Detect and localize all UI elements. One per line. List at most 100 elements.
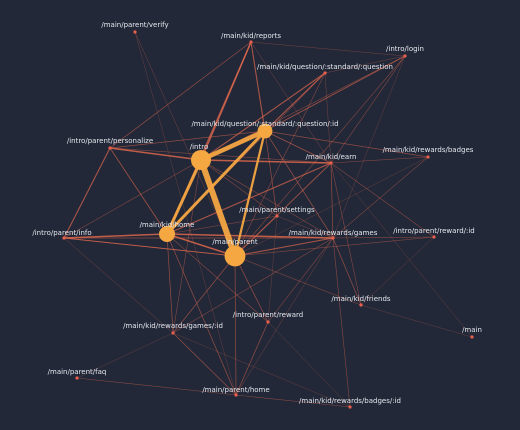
edge-home-parent (166, 233, 236, 257)
edge-badges-parent (234, 156, 429, 257)
edge-personalize-earn (109, 147, 332, 164)
edge-earn-friends (330, 162, 362, 306)
edge-parent-qstdid (233, 129, 267, 258)
node-label-home: /main/kid/home (140, 221, 195, 229)
edge-faq-phome (76, 377, 237, 396)
edge-earn-badges (330, 156, 429, 164)
edge-earn-rewardid (330, 162, 435, 238)
node-label-info: /intro/parent/info (32, 229, 91, 237)
node-label-badges: /main/kid/rewards/badges (383, 146, 474, 154)
edge-qstdid-settings (264, 130, 278, 217)
node-reports (249, 40, 253, 44)
node-friends (359, 303, 363, 307)
edge-ireward-phome (235, 321, 269, 396)
edge-qstd-login (324, 55, 406, 74)
node-qstdid (257, 123, 273, 139)
edge-gamesid-phome (172, 332, 237, 396)
edge-intro-earn (200, 159, 332, 164)
edge-qstd-earn (324, 72, 332, 164)
node-label-phome: /main/parent/home (202, 386, 269, 394)
edge-verify-parent (134, 31, 236, 257)
edge-intro-gamesid (172, 159, 202, 334)
node-label-parent: /main/parent (212, 238, 257, 246)
node-gamesid (171, 331, 175, 335)
edge-home-qstdid (165, 129, 267, 236)
edge-intro-info (63, 159, 202, 239)
edge-home-personalize (109, 147, 168, 235)
node-label-qstdid: /main/kid/question/:standard/:question/:… (191, 120, 338, 128)
node-settings (275, 214, 279, 218)
edge-intro-personalize (109, 147, 202, 161)
edge-reports-earn (250, 41, 332, 164)
edge-games-friends (332, 237, 362, 306)
edge-badgesid-gamesid (172, 332, 351, 408)
node-badgesid (348, 405, 352, 409)
node-rewardid (432, 235, 436, 239)
node-qstd (323, 71, 327, 75)
edge-qstdid-qstd (264, 72, 326, 132)
node-label-earn: /main/kid/earn (306, 153, 357, 161)
node-games (331, 236, 335, 240)
node-label-login: /intro/login (386, 45, 424, 53)
node-label-settings: /main/parent/settings (239, 206, 315, 214)
node-main (470, 335, 474, 339)
node-label-personalize: /intro/parent/personalize (67, 137, 153, 145)
edge-qstd-parent (234, 72, 326, 257)
node-label-badgesid: /main/kid/rewards/badges/:id (299, 397, 401, 405)
node-personalize (108, 146, 112, 150)
edge-personalize-reports (109, 41, 252, 149)
edge-rewardid-friends (360, 236, 435, 306)
edge-parent-games (234, 237, 334, 257)
node-badges (426, 155, 430, 159)
edge-parent-info (63, 237, 236, 257)
graph-edges (63, 31, 473, 408)
edge-games-badges (332, 156, 429, 239)
edge-games-ireward (267, 237, 334, 323)
node-label-faq: /main/parent/faq (48, 368, 107, 376)
graph-nodes (62, 30, 474, 409)
edge-parent-gamesid (172, 255, 236, 334)
edge-qstdid-reports (250, 41, 266, 132)
edge-home-gamesid (166, 233, 174, 334)
node-label-games: /main/kid/rewards/games (289, 229, 378, 237)
edge-reports-login (250, 41, 406, 57)
node-label-friends: /main/kid/friends (331, 295, 390, 303)
edge-friends-main (360, 304, 473, 338)
edge-games-rewardid (332, 236, 435, 239)
edge-parent-friends (234, 255, 362, 306)
node-ireward (266, 320, 270, 324)
node-label-verify: /main/parent/verify (101, 21, 168, 29)
node-earn (329, 161, 333, 165)
edge-faq-gamesid (76, 332, 174, 379)
edge-login-games (332, 55, 406, 239)
edge-earn-login (330, 55, 406, 164)
node-faq (75, 376, 79, 380)
edge-home-info (63, 233, 168, 239)
node-label-gamesid: /main/kid/rewards/games/:id (123, 322, 223, 330)
edge-qstdid-badges (264, 130, 429, 158)
edge-intro-qstdid (198, 128, 268, 163)
node-verify (133, 30, 137, 34)
edge-intro-parent (198, 157, 238, 259)
edge-intro-settings (200, 159, 278, 217)
edge-phome-badgesid (235, 394, 351, 408)
edge-qstdid-games (264, 130, 334, 239)
node-parent (224, 245, 246, 267)
edge-info-gamesid (63, 237, 174, 334)
edge-games-badgesid (332, 237, 351, 408)
node-label-reports: /main/kid/reports (221, 32, 281, 40)
edge-parent-earn (234, 162, 332, 257)
edge-games-gamesid (172, 237, 334, 334)
edge-badgesid-ireward (267, 321, 351, 408)
node-label-ireward: /intro/parent/reward (233, 311, 303, 319)
edge-intro-home (165, 158, 203, 236)
node-label-main: /main (462, 326, 482, 334)
graph-labels: /main/parent/verify/main/kid/reports/int… (32, 21, 482, 405)
node-phome (234, 393, 238, 397)
edge-parent-ireward (234, 255, 269, 323)
edge-home-games (166, 233, 334, 239)
node-login (403, 54, 407, 58)
edge-badges-games (332, 156, 429, 239)
